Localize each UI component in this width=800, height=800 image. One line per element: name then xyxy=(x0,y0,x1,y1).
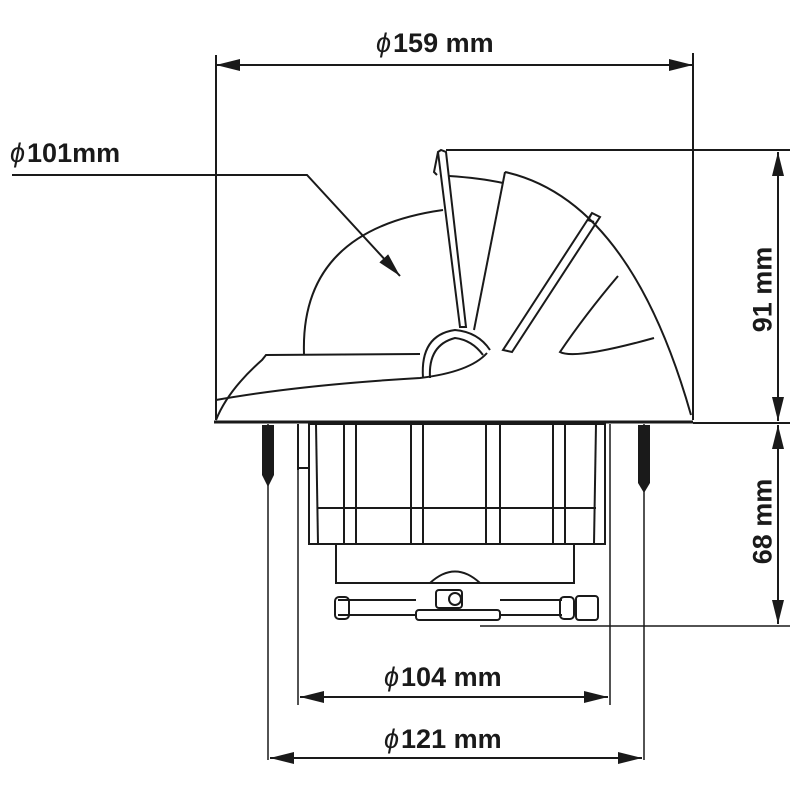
label-body-diameter: ϕ104 mm xyxy=(384,662,502,692)
diameter-symbol: ϕ xyxy=(376,28,392,58)
diameter-symbol: ϕ xyxy=(384,724,400,754)
diameter-symbol: ϕ xyxy=(384,662,400,692)
label-height-above: 91 mm xyxy=(747,246,778,333)
label-overall-diameter: ϕ159 mm xyxy=(376,28,494,58)
label-screw-spacing: ϕ121 mm xyxy=(384,724,502,754)
diameter-symbol: ϕ xyxy=(10,138,26,168)
label-depth-below: 68 mm xyxy=(747,478,778,565)
label-dome-diameter: ϕ101mm xyxy=(10,138,121,168)
leader-101 xyxy=(12,174,401,277)
